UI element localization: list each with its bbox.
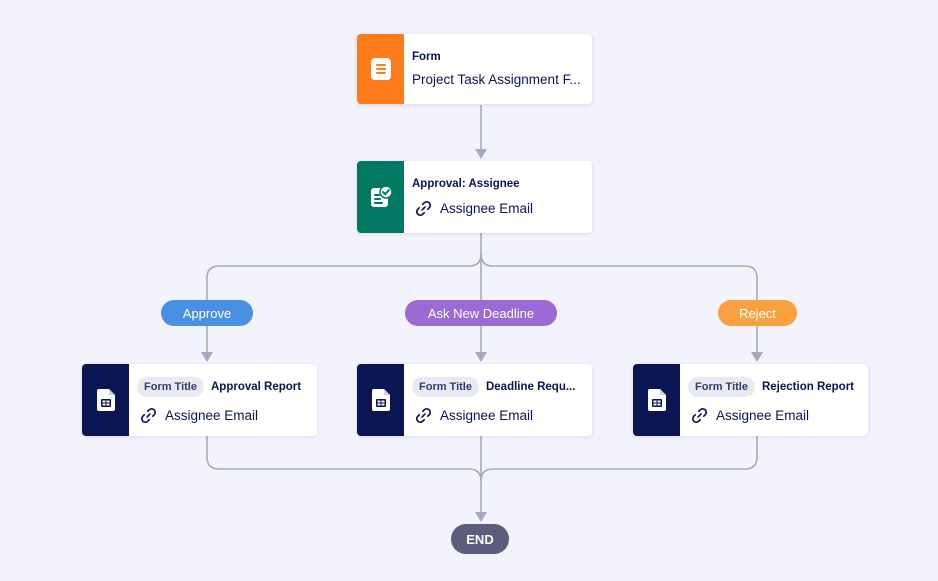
branch-form-title: Rejection Report — [761, 380, 854, 393]
arrow-head — [201, 352, 213, 362]
connector-approval-right — [480, 253, 758, 352]
branch-node-icon-block — [82, 364, 129, 436]
report-sheet-icon — [96, 389, 115, 411]
form-title-tag: Form Title — [412, 376, 479, 397]
form-node-subtitle: Project Task Assignment F... — [412, 72, 581, 87]
form-title-tag: Form Title — [688, 376, 755, 397]
connector-approval-split — [206, 233, 482, 352]
link-icon — [140, 407, 157, 423]
connector-merge-right — [480, 436, 758, 482]
connector-merge-left — [206, 436, 482, 482]
end-node[interactable]: END — [451, 524, 509, 554]
branch-form-title: Deadline Requ... — [485, 380, 576, 393]
branch-node-deadline-request[interactable]: Form Title Deadline Requ... Assignee Ema… — [357, 364, 592, 436]
form-node-title: Form — [412, 51, 441, 63]
branch-form-title: Approval Report — [210, 380, 302, 393]
approval-check-icon — [370, 185, 393, 207]
arrow-head — [475, 352, 487, 362]
form-title-tag: Form Title — [137, 376, 204, 397]
condition-reject[interactable]: Reject — [718, 300, 797, 326]
arrow-head — [475, 149, 487, 159]
arrow-head — [751, 352, 763, 362]
approval-node[interactable]: Approval: Assignee Assignee Email — [357, 161, 592, 233]
link-icon — [691, 407, 708, 423]
branch-node-icon-block — [633, 364, 680, 436]
link-icon — [415, 200, 432, 216]
branch-assignee: Assignee Email — [440, 407, 534, 423]
form-document-icon — [370, 58, 391, 80]
branch-node-approval-report[interactable]: Form Title Approval Report Assignee Emai… — [82, 364, 317, 436]
form-node[interactable]: Form Project Task Assignment F... — [357, 34, 592, 104]
branch-assignee: Assignee Email — [716, 407, 810, 423]
branch-node-rejection-report[interactable]: Form Title Rejection Report Assignee Ema… — [633, 364, 868, 436]
report-sheet-icon — [371, 389, 390, 411]
approval-assignee: Assignee Email — [440, 200, 534, 216]
condition-approve[interactable]: Approve — [161, 300, 253, 326]
arrow-head — [475, 512, 487, 522]
branch-node-icon-block — [357, 364, 404, 436]
approval-node-icon-block — [357, 161, 404, 233]
link-icon — [415, 407, 432, 423]
report-sheet-icon — [647, 389, 666, 411]
form-node-icon-block — [357, 34, 404, 104]
approval-node-title: Approval: Assignee — [412, 177, 520, 190]
condition-ask-new-deadline[interactable]: Ask New Deadline — [405, 300, 557, 326]
branch-assignee: Assignee Email — [165, 407, 259, 423]
